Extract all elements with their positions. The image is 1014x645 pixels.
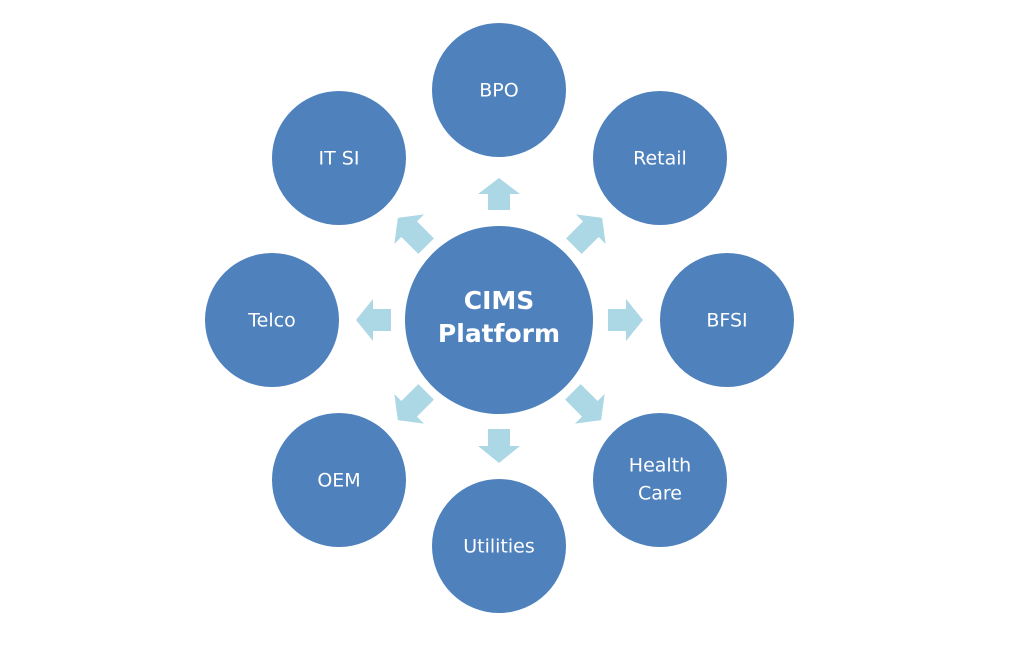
arrow-up-right-icon — [566, 214, 606, 254]
node-label: Utilities — [463, 536, 535, 558]
arrow-up-icon — [478, 178, 520, 210]
node-circle — [432, 23, 566, 157]
node-circle — [593, 413, 727, 547]
arrow-right-icon — [608, 299, 643, 341]
node-circle — [272, 91, 406, 225]
arrow-down-left-icon — [394, 384, 434, 424]
arrow-left-icon — [356, 299, 391, 341]
arrows — [356, 178, 643, 463]
node-oem: OEM — [272, 413, 406, 547]
node-circle — [432, 479, 566, 613]
center-label-line1: CIMS — [464, 286, 535, 315]
node-bpo: BPO — [432, 23, 566, 157]
node-retail: Retail — [593, 91, 727, 225]
node-label: Telco — [247, 310, 295, 332]
center-circle — [405, 226, 593, 414]
arrow-down-right-icon — [565, 384, 605, 424]
node-label-line2: Care — [638, 483, 682, 505]
node-circle — [593, 91, 727, 225]
node-circle — [660, 253, 794, 387]
node-health-care: Health Care — [593, 413, 727, 547]
node-telco: Telco — [205, 253, 339, 387]
center-node-cims-platform: CIMS Platform — [405, 226, 593, 414]
node-label: BFSI — [706, 310, 747, 332]
center-label-line2: Platform — [438, 319, 560, 348]
arrow-down-icon — [478, 429, 520, 463]
node-label: IT SI — [319, 148, 360, 170]
node-bfsi: BFSI — [660, 253, 794, 387]
node-circle — [272, 413, 406, 547]
node-label: Retail — [633, 148, 687, 170]
node-circle — [205, 253, 339, 387]
node-label: BPO — [479, 80, 518, 102]
arrow-up-left-icon — [394, 214, 434, 254]
node-it-si: IT SI — [272, 91, 406, 225]
node-utilities: Utilities — [432, 479, 566, 613]
node-label: OEM — [317, 470, 360, 492]
node-label-line1: Health — [629, 455, 691, 477]
